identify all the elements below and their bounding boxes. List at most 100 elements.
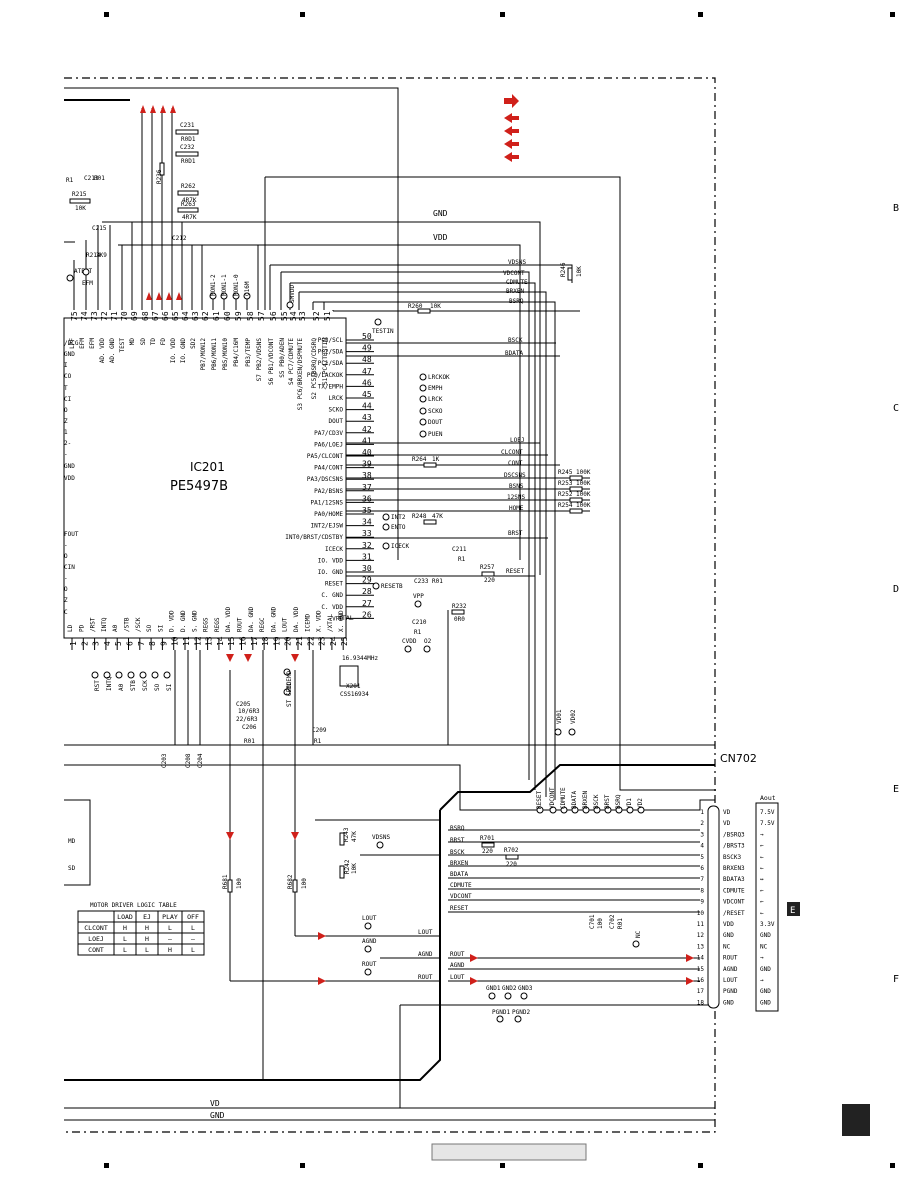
left-edge-label: Z (64, 597, 68, 604)
svg-text:12SNS: 12SNS (507, 494, 525, 501)
svg-text:ICEMD: ICEMD (286, 671, 293, 689)
svg-text:CSS16934: CSS16934 (340, 691, 369, 698)
svg-text:ENTO: ENTO (391, 524, 406, 531)
ic-right-pin-number: 30 (362, 564, 372, 573)
ic-right-pin-name: INT0/BRST/CDSTBY (285, 534, 343, 541)
ic-bottom-pin-number: 23 (318, 636, 327, 646)
svg-text:VD01: VD01 (556, 709, 563, 724)
svg-text:BSNS: BSNS (509, 483, 524, 490)
left-edge-label: GND (64, 463, 75, 470)
ic-top-pin-number: 64 (181, 311, 190, 321)
svg-text:R243: R243 (343, 827, 350, 842)
svg-text:STB: STB (130, 680, 137, 691)
svg-text:C203: C203 (161, 753, 168, 768)
svg-text:NC: NC (635, 930, 642, 938)
ic-right-pin-number: 49 (362, 344, 372, 353)
ic-top-pin-number: 66 (161, 311, 170, 321)
svg-text:16.9344MHz: 16.9344MHz (342, 655, 379, 662)
ic-right-pin-number: 28 (362, 587, 372, 596)
svg-text:100: 100 (597, 918, 604, 929)
connector-top-label: BSCK (593, 794, 600, 809)
ic-top-pin-number: 71 (110, 311, 119, 321)
svg-text:LOEJ: LOEJ (510, 437, 524, 444)
svg-text:LRCKOK: LRCKOK (428, 374, 450, 381)
ic-right-pin-name: PA1/12SNS (310, 499, 343, 506)
motor-table-cell: H (123, 924, 127, 932)
connector-net-label: BRST (450, 837, 465, 844)
ic-bottom-pin-name: /XTAL (327, 614, 334, 632)
ic-right-pin-name: VPP (332, 615, 343, 622)
connector-pin-value: ← (760, 865, 764, 872)
ic-top-pin-name: TEST (119, 338, 126, 353)
svg-text:ICECK: ICECK (391, 543, 409, 550)
ic-right-pin-number: 31 (362, 552, 372, 561)
connector-pin-value: → (760, 977, 764, 984)
ic-right-pin-number: 46 (362, 378, 372, 387)
connector-top-label: BRXEN (582, 791, 589, 809)
svg-text:C209: C209 (312, 727, 327, 734)
connector-pin-number: 11 (697, 921, 705, 928)
ic-right-pin-number: 41 (362, 436, 372, 445)
ic-right-pin-number: 34 (362, 518, 372, 527)
left-edge-label: - (64, 542, 68, 549)
connector-pin-value: ← (760, 843, 764, 850)
connector-pin-number: 14 (697, 955, 705, 962)
gnd-rail-label: GND (433, 209, 448, 218)
connector-pin-value: → (760, 955, 764, 962)
ic201-body (63, 317, 347, 639)
ic-top-pin-number: 54 (289, 311, 298, 321)
svg-text:VD02: VD02 (570, 709, 577, 724)
connector-top-label: BSRQ (615, 794, 622, 809)
ic-top-pin-name: S1 PC4/TESTIN (322, 338, 329, 385)
ic-bottom-pin-number: 9 (159, 641, 168, 646)
ic-bottom-pin-name: DA. VDD (225, 606, 232, 632)
svg-text:SO: SO (154, 683, 161, 691)
ic-bottom-pin-name: PD (78, 624, 85, 632)
motor-table-cell: H (168, 946, 172, 954)
side-letter-e: E (893, 784, 899, 795)
ic-bottom-pin-name: DA. VDD (293, 606, 300, 632)
connector-pin-name: ROUT (723, 955, 738, 962)
side-letters: B C D E F (893, 203, 899, 985)
connector-pin-name: VDD (723, 921, 734, 928)
ic-right-pin-number: 26 (362, 610, 372, 619)
ic-right-pin-name: LRCK (329, 395, 344, 402)
svg-text:RESETB: RESETB (381, 583, 403, 590)
svg-text:R01: R01 (244, 738, 255, 745)
ic-right-pin-name: PA4/CONT (314, 465, 343, 472)
ic-right-pin-number: 27 (362, 599, 372, 608)
svg-text:CVDD: CVDD (402, 638, 417, 645)
svg-text:R242: R242 (344, 859, 351, 874)
ic-top-pin-name: S7 PB2/VDSNS (256, 338, 263, 382)
svg-text:C16M: C16M (244, 281, 251, 296)
ic-right-pin-number: 50 (362, 332, 372, 341)
ic-bottom-pin-name: LOUT (282, 617, 289, 632)
ic-right-pin-name: IO. GND (318, 569, 344, 576)
svg-text:100K: 100K (576, 491, 591, 498)
ic-bottom-pin-number: 22 (306, 636, 315, 646)
ic-right-pin-name: RESET (325, 581, 343, 588)
connector-pin-number: 13 (697, 943, 705, 950)
svg-text:VDSNS: VDSNS (372, 834, 390, 841)
left-edge-label: CI (64, 396, 72, 403)
svg-text:R681: R681 (222, 874, 229, 889)
left-edge-label: - (64, 451, 68, 458)
svg-text:GND1: GND1 (486, 985, 501, 992)
connector-pin-name: CDMUTE (723, 887, 745, 894)
svg-text:A0: A0 (118, 683, 125, 691)
connector-pin-number: 15 (697, 966, 705, 973)
ic-bottom-pin-number: 24 (329, 636, 338, 646)
ic-bottom-pin-name: D. GND (180, 610, 187, 632)
motor-table-cell: L (123, 935, 127, 943)
signal-arrows (140, 105, 694, 985)
connector-top-label: RESET (536, 791, 543, 809)
connector-top-testpoint (593, 806, 601, 814)
ic-top-pin-name: TD (150, 338, 157, 346)
connector-pin-name: VDCONT (723, 899, 745, 906)
svg-text:4R7K: 4R7K (182, 197, 197, 204)
left-edge-label: FOUT (64, 531, 79, 538)
motor-table-cell: L (145, 946, 149, 954)
ic-right-pin-number: 48 (362, 355, 372, 364)
